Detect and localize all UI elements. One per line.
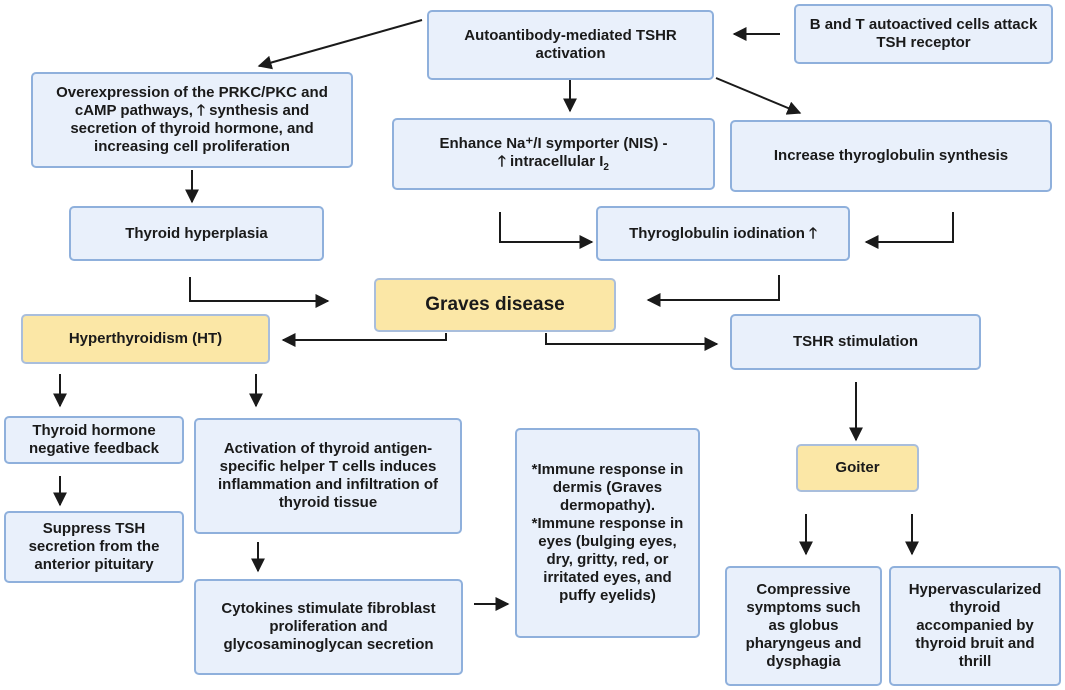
node-overexpression-text: Overexpression of the PRKC/PKC and cAMP …: [47, 84, 337, 156]
node-immune-response-dermis: *Immune response in dermis (Graves dermo…: [531, 461, 684, 514]
node-bt-cells-text: B and T autoactived cells attack TSH rec…: [809, 16, 1038, 51]
node-cytokines-text: Cytokines stimulate fibroblast prolifera…: [221, 600, 436, 653]
node-hyperthyroidism: Hyperthyroidism (HT): [21, 314, 270, 364]
arrow-autoantibody-to-overexpression: [257, 19, 423, 70]
arrow-nis-to-iodination: [499, 212, 594, 249]
node-graves-disease-text: Graves disease: [425, 293, 565, 315]
node-activation-helper-t-text: Activation of thyroid antigen-specific h…: [218, 440, 438, 511]
node-bt-cells: B and T autoactived cells attack TSH rec…: [794, 4, 1053, 64]
node-negative-feedback-text: Thyroid hormone negative feedback: [28, 422, 160, 457]
node-tshr-stimulation-text: TSHR stimulation: [792, 333, 918, 350]
overexpression-text-part1: Overexpression of the PRKC/PKC and cAMP …: [56, 84, 328, 119]
arrow-autoantibody-to-tg-synthesis: [715, 77, 802, 115]
node-thyroglobulin-synthesis-text: Increase thyroglobulin synthesis: [773, 147, 1009, 164]
node-hyperplasia-text: Thyroid hyperplasia: [125, 224, 268, 242]
node-nis-line2-text: intracellular I: [505, 152, 604, 170]
node-autoantibody-text: Autoantibody-mediated TSHR activation: [464, 27, 677, 62]
node-compressive-symptoms: Compressive symptoms such as globus phar…: [725, 566, 882, 686]
node-thyroglobulin-synthesis: Increase thyroglobulin synthesis: [730, 120, 1052, 192]
node-overexpression: Overexpression of the PRKC/PKC and cAMP …: [31, 72, 353, 168]
node-nis: Enhance Na⁺/I symporter (NIS) - 🡑 intrac…: [392, 118, 715, 190]
node-nis-subscript: 2: [603, 161, 609, 173]
node-nis-line1: Enhance Na⁺/I symporter (NIS) -: [439, 134, 668, 152]
node-negative-feedback: Thyroid hormone negative feedback: [4, 416, 184, 464]
up-arrow-icon: 🡑: [197, 102, 205, 119]
node-iodination-label: Thyroglobulin iodination: [629, 224, 810, 242]
node-nis-line2: 🡑 intracellular I2: [498, 153, 609, 174]
node-cytokines: Cytokines stimulate fibroblast prolifera…: [194, 579, 463, 675]
node-hypervascularized: Hypervascularized thyroid accompanied by…: [889, 566, 1061, 686]
up-arrow-icon: 🡑: [498, 152, 506, 170]
node-activation-helper-t: Activation of thyroid antigen-specific h…: [194, 418, 462, 534]
up-arrow-icon: 🡑: [809, 224, 817, 242]
node-iodination-text: Thyroglobulin iodination 🡑: [629, 225, 817, 243]
arrow-iodination-to-graves: [646, 275, 780, 307]
overexpression-text-part2: synthesis and secretion of thyroid hormo…: [70, 102, 314, 155]
node-immune-response-eyes: *Immune response in eyes (bulging eyes, …: [531, 515, 684, 604]
node-goiter: Goiter: [796, 444, 919, 492]
node-suppress-tsh: Suppress TSH secretion from the anterior…: [4, 511, 184, 583]
node-suppress-tsh-text: Suppress TSH secretion from the anterior…: [28, 520, 160, 573]
node-hyperplasia: Thyroid hyperplasia: [69, 206, 324, 261]
node-autoantibody: Autoantibody-mediated TSHR activation: [427, 10, 714, 80]
node-iodination: Thyroglobulin iodination 🡑: [596, 206, 850, 261]
arrow-graves-to-ht: [281, 333, 447, 347]
node-goiter-text: Goiter: [835, 459, 880, 476]
node-immune-response: *Immune response in dermis (Graves dermo…: [515, 428, 700, 638]
arrow-graves-to-tshr: [545, 333, 719, 351]
node-compressive-symptoms-text: Compressive symptoms such as globus phar…: [745, 581, 862, 670]
arrow-tg-synthesis-to-iodination: [864, 212, 954, 249]
node-graves-disease: Graves disease: [374, 278, 616, 332]
node-tshr-stimulation: TSHR stimulation: [730, 314, 981, 370]
node-hypervascularized-text: Hypervascularized thyroid accompanied by…: [908, 581, 1042, 670]
arrow-hyperplasia-to-graves: [189, 277, 330, 308]
node-hyperthyroidism-text: Hyperthyroidism (HT): [68, 330, 223, 347]
